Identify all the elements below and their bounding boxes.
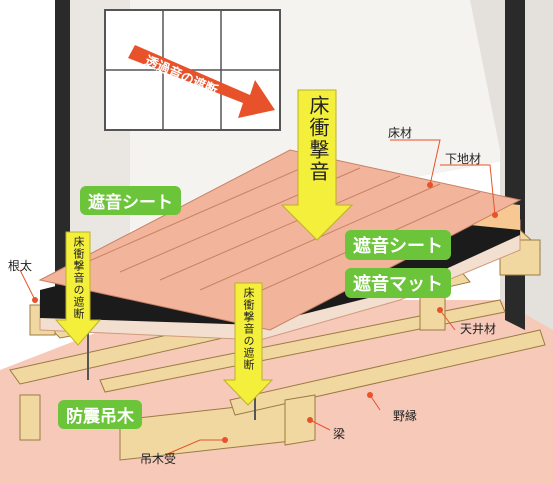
floor-surface [38, 149, 522, 331]
floor-impact-sound-label: 床衝撃音 [306, 95, 330, 183]
impact-block-arrow-center [222, 282, 274, 406]
sleeper-label: 根太 [8, 259, 33, 273]
impact-block-label-left: 床衝撃音の遮断 [72, 236, 85, 320]
furring-label: 野縁 [393, 409, 418, 423]
hanger-support-label: 吊木受 [140, 452, 177, 466]
callout-dots [32, 182, 498, 443]
impact-block-arrow-left [54, 231, 102, 346]
ceiling-material-label: 天井材 [460, 322, 497, 336]
sound-sheet-tag-right: 遮音シート [345, 230, 451, 260]
sound-mat-tag: 遮音マット [345, 268, 451, 298]
transmitted-sound-arrow [128, 45, 275, 118]
floor-impact-arrow [280, 89, 354, 241]
impact-block-label-center: 床衝撃音の遮断 [242, 287, 255, 371]
callout-lines [19, 139, 496, 456]
beam-label: 梁 [333, 427, 346, 441]
floor-material-label: 床材 [388, 126, 413, 140]
anti-vibration-hanger-tag: 防震吊木 [58, 400, 142, 429]
subfloor-label: 下地材 [445, 152, 482, 166]
sound-sheet-tag-left: 遮音シート [80, 186, 181, 215]
right-wall-edge [505, 0, 525, 330]
